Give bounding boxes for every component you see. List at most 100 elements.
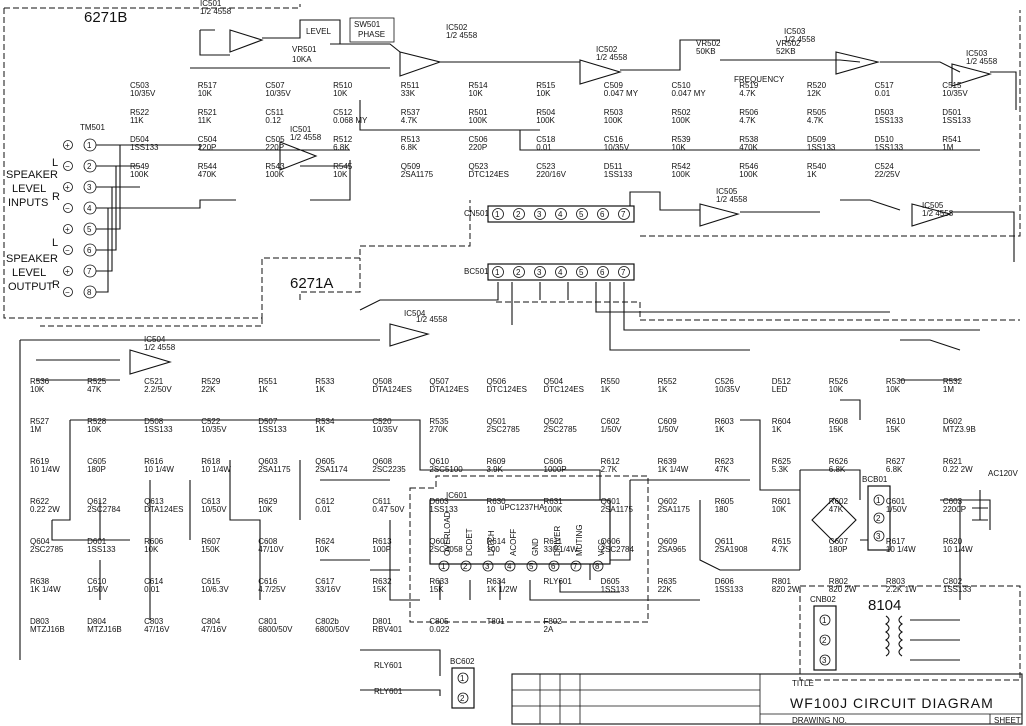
part-value: 180: [715, 505, 729, 514]
part-value: 1SS133: [715, 585, 744, 594]
part-ref: C524: [875, 162, 895, 171]
part-value: 1K: [715, 425, 725, 434]
part-ref: Q603: [258, 457, 278, 466]
svg-text:BC602: BC602: [450, 657, 475, 666]
part-value: 15K: [429, 585, 444, 594]
part-ref: R530: [886, 377, 906, 386]
side-l-label: L: [52, 237, 58, 249]
part-ref: R521: [198, 108, 218, 117]
part-value: 0.01: [315, 505, 331, 514]
part-ref: R505: [807, 108, 827, 117]
part-ref: T801: [487, 617, 506, 626]
part-value: 10 1/4W: [201, 465, 231, 474]
svg-text:6: 6: [600, 268, 605, 277]
part-ref: C504: [198, 135, 218, 144]
part-ref: D603: [429, 497, 449, 506]
svg-text:2: 2: [516, 268, 521, 277]
part-value: 180P: [829, 545, 848, 554]
part-value: 0.047 MY: [672, 89, 707, 98]
part-ref: D507: [258, 417, 278, 426]
svg-text:1: 1: [822, 616, 827, 625]
part-value: 1SS133: [87, 545, 116, 554]
svg-text:+: +: [65, 225, 70, 234]
cnb02-connector: CNB02 1 2 3: [810, 595, 837, 671]
part-ref: C615: [201, 577, 221, 586]
svg-text:BC501: BC501: [464, 267, 489, 276]
svg-text:5: 5: [579, 210, 584, 219]
speaker-inputs-label: SPEAKER LEVEL INPUTS: [6, 169, 58, 209]
part-ref: R632: [372, 577, 392, 586]
part-value: 150K: [201, 545, 220, 554]
ic601-chip: IC601 uPC1237HA OVERLOAD DCDET LATCH ACO…: [429, 491, 611, 572]
part-ref: R610: [886, 417, 906, 426]
svg-text:BCB01: BCB01: [862, 475, 888, 484]
part-value: MTZ3.9B: [943, 425, 976, 434]
part-value: 1K 1/4W: [30, 585, 61, 594]
part-ref: C601: [886, 497, 906, 506]
part-value: 2SA1908: [715, 545, 748, 554]
part-value: 10/35V: [372, 425, 398, 434]
part-ref: R639: [658, 457, 678, 466]
part-value: 33K: [401, 89, 416, 98]
part-ref: C526: [715, 377, 735, 386]
part-ref: C805: [429, 617, 449, 626]
svg-text:8: 8: [87, 288, 92, 297]
part-ref: C521: [144, 377, 164, 386]
svg-text:7: 7: [87, 267, 92, 276]
part-ref: R801: [772, 577, 792, 586]
part-ref: D803: [30, 617, 50, 626]
part-ref: R522: [130, 108, 150, 117]
part-ref: C803: [144, 617, 164, 626]
part-value: 470K: [739, 143, 758, 152]
part-value: 10: [487, 505, 496, 514]
part-ref: C602: [601, 417, 621, 426]
part-ref: R614: [487, 537, 507, 546]
part-ref: D510: [875, 135, 895, 144]
part-ref: C505: [265, 135, 285, 144]
svg-text:52KB: 52KB: [776, 47, 796, 56]
part-ref: R502: [672, 108, 692, 117]
svg-text:3: 3: [876, 532, 881, 541]
part-ref: R539: [672, 135, 692, 144]
part-value: 1/50V: [87, 585, 109, 594]
part-value: 47/16V: [201, 625, 227, 634]
svg-text:MUTING: MUTING: [575, 524, 584, 556]
part-ref: Q613: [144, 497, 164, 506]
svg-text:1/2 4558: 1/2 4558: [716, 195, 748, 204]
part-ref: C610: [87, 577, 107, 586]
part-value: 10K: [198, 89, 213, 98]
part-value: 270K: [429, 425, 448, 434]
part-ref: Q610: [429, 457, 449, 466]
part-ref: C512: [333, 108, 353, 117]
part-value: 1/50V: [886, 505, 908, 514]
part-value: 1K: [772, 425, 782, 434]
svg-text:10KA: 10KA: [292, 55, 312, 64]
part-ref: F802: [544, 617, 563, 626]
part-value: 6.8K: [886, 465, 903, 474]
part-ref: C609: [658, 417, 678, 426]
svg-text:2: 2: [87, 162, 92, 171]
part-ref: R635: [658, 577, 678, 586]
tm501-ref: TM501: [80, 123, 105, 132]
part-value: 2SA1174: [315, 465, 348, 474]
part-ref: R621: [943, 457, 963, 466]
part-ref: D508: [144, 417, 164, 426]
part-value: 100K: [265, 170, 284, 179]
part-value: 1K: [258, 385, 268, 394]
ac-label: AC120V: [988, 469, 1018, 478]
part-value: 4.7/25V: [258, 585, 286, 594]
part-value: 1SS133: [875, 116, 904, 125]
part-ref: R617: [886, 537, 906, 546]
part-value: 220P: [265, 143, 284, 152]
svg-text:IC505: IC505: [716, 187, 738, 196]
svg-text:IC505: IC505: [922, 201, 944, 210]
svg-text:IC601: IC601: [446, 491, 468, 500]
part-value: 10K: [258, 505, 273, 514]
part-value: 100K: [544, 505, 563, 514]
part-ref: R551: [258, 377, 278, 386]
part-ref: Q601: [601, 497, 621, 506]
part-value: 1SS133: [942, 116, 971, 125]
part-ref: C506: [469, 135, 489, 144]
part-ref: R511: [401, 81, 420, 90]
part-ref: R602: [829, 497, 849, 506]
